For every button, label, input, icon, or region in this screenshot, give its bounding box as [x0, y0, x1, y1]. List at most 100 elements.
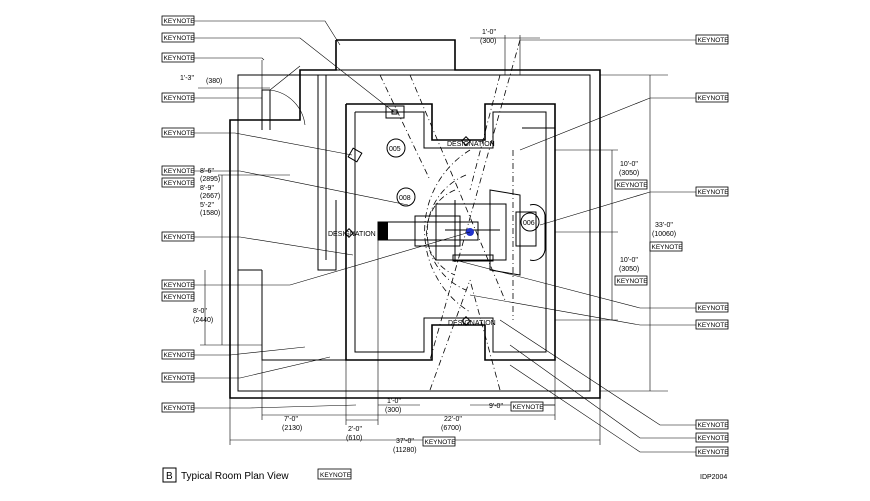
svg-text:1'-0": 1'-0"	[387, 398, 401, 405]
svg-text:33'-0": 33'-0"	[655, 222, 673, 229]
svg-text:1'-0": 1'-0"	[482, 29, 496, 36]
svg-text:KEYNOTE: KEYNOTE	[698, 189, 730, 196]
dimension-text: 1'-0" (300) 1'-3" (380) 8'-6" (2895) 8'-…	[180, 29, 676, 454]
tag-005: 005	[386, 138, 406, 158]
svg-text:(300): (300)	[385, 407, 401, 414]
svg-text:(2667): (2667)	[200, 193, 220, 200]
keynote-tag: KEYNOTE	[161, 231, 196, 242]
keynote-tag: KEYNOTE	[161, 52, 196, 63]
svg-text:KEYNOTE: KEYNOTE	[164, 352, 196, 359]
svg-text:(610): (610)	[346, 435, 362, 442]
designation-label-top: DESIGNATION	[447, 141, 495, 148]
keynote-tag: KEYNOTE	[161, 32, 196, 43]
svg-text:5'-2": 5'-2"	[200, 202, 214, 209]
svg-text:(1580): (1580)	[200, 210, 220, 217]
svg-text:10'-0": 10'-0"	[620, 161, 638, 168]
svg-text:KEYNOTE: KEYNOTE	[164, 55, 196, 62]
keynote-tag: KEYNOTE	[695, 92, 730, 103]
keynote-tag: KEYNOTE	[161, 402, 196, 413]
svg-text:KEYNOTE: KEYNOTE	[698, 95, 730, 102]
keynote-tag: KEYNOTE	[695, 186, 730, 197]
keynote-leaders	[193, 20, 696, 453]
dimension-lines	[198, 35, 668, 445]
svg-text:8'-0": 8'-0"	[193, 308, 207, 315]
sheet-id: IDP2004	[700, 474, 727, 481]
svg-text:10'-0": 10'-0"	[620, 257, 638, 264]
svg-text:KEYNOTE: KEYNOTE	[164, 95, 196, 102]
svg-text:KEYNOTE: KEYNOTE	[698, 305, 730, 312]
svg-text:9'-0": 9'-0"	[489, 403, 503, 410]
svg-text:37'-0": 37'-0"	[396, 438, 414, 445]
svg-text:005: 005	[389, 146, 401, 153]
keynote-tag: KEYNOTE	[161, 165, 196, 176]
svg-text:(3050): (3050)	[619, 170, 639, 177]
drawing-title: B Typical Room Plan View KEYNOTE IDP2004	[162, 467, 727, 483]
keynote-tag: KEYNOTE	[161, 349, 196, 360]
keynote-tag: KEYNOTE	[695, 419, 730, 430]
patient-table	[347, 147, 546, 276]
svg-text:KEYNOTE: KEYNOTE	[164, 294, 196, 301]
svg-text:(11280): (11280)	[393, 447, 417, 454]
svg-text:KEYNOTE: KEYNOTE	[164, 234, 196, 241]
keynote-tag: KEYNOTE	[695, 319, 730, 330]
closet-partition	[261, 65, 337, 271]
svg-text:008: 008	[399, 195, 411, 202]
keynote-tag: KEYNOTE	[422, 436, 457, 447]
svg-text:KEYNOTE: KEYNOTE	[652, 244, 684, 251]
keynote-tag: KEYNOTE	[161, 15, 196, 26]
svg-text:1'-3": 1'-3"	[180, 75, 194, 82]
svg-text:KEYNOTE: KEYNOTE	[425, 439, 457, 446]
svg-text:KEYNOTE: KEYNOTE	[164, 282, 196, 289]
svg-text:KEYNOTE: KEYNOTE	[164, 35, 196, 42]
title-text: Typical Room Plan View	[181, 471, 289, 482]
keynote-tag: KEYNOTE	[161, 127, 196, 138]
svg-text:KEYNOTE: KEYNOTE	[164, 375, 196, 382]
svg-text:(2895): (2895)	[200, 176, 220, 183]
keynote-tag: KEYNOTE	[695, 302, 730, 313]
svg-text:KEYNOTE: KEYNOTE	[698, 322, 730, 329]
svg-text:KEYNOTE: KEYNOTE	[164, 130, 196, 137]
svg-text:KEYNOTE: KEYNOTE	[164, 18, 196, 25]
svg-text:KEYNOTE: KEYNOTE	[164, 405, 196, 412]
designation-markers	[344, 136, 471, 326]
svg-text:KEYNOTE: KEYNOTE	[698, 37, 730, 44]
svg-text:KEYNOTE: KEYNOTE	[698, 435, 730, 442]
svg-text:KEYNOTE: KEYNOTE	[513, 404, 545, 411]
svg-text:KEYNOTE: KEYNOTE	[164, 168, 196, 175]
title-letter: B	[166, 471, 173, 482]
svg-text:8'-9": 8'-9"	[200, 185, 214, 192]
svg-text:006: 006	[523, 220, 535, 227]
svg-text:KEYNOTE: KEYNOTE	[164, 180, 196, 187]
keynote-tag: KEYNOTE	[161, 291, 196, 302]
keynote-tag: KEYNOTE	[161, 372, 196, 383]
svg-text:7'-0": 7'-0"	[284, 416, 298, 423]
keynote-tag: KEYNOTE	[695, 34, 730, 45]
keynote-tag: KEYNOTE	[510, 401, 545, 412]
title-keynote: KEYNOTE	[320, 472, 352, 479]
keynote-tag: KEYNOTE	[649, 241, 684, 252]
svg-text:(300): (300)	[480, 38, 496, 45]
svg-text:KEYNOTE: KEYNOTE	[617, 182, 649, 189]
svg-text:(10060): (10060)	[652, 231, 676, 238]
svg-text:KEYNOTE: KEYNOTE	[698, 422, 730, 429]
svg-text:KEYNOTE: KEYNOTE	[698, 449, 730, 456]
svg-text:(380): (380)	[206, 78, 222, 85]
designation-label-left: DESIGNATION	[328, 231, 376, 238]
keynote-tag: KEYNOTE	[614, 179, 649, 190]
lower-left-partition	[238, 269, 346, 361]
svg-text:22'-0": 22'-0"	[444, 416, 462, 423]
designation-label-bottom: DESIGNATION	[448, 320, 496, 327]
gantry-arcs	[379, 39, 521, 391]
tag-008: 008	[396, 187, 416, 207]
svg-text:2'-0": 2'-0"	[348, 426, 362, 433]
tag-006: 006	[520, 212, 540, 232]
keynote-tag: KEYNOTE	[695, 446, 730, 457]
keynote-tag: KEYNOTE	[161, 279, 196, 290]
svg-text:(2130): (2130)	[282, 425, 302, 432]
keynote-tag: KEYNOTE	[161, 177, 196, 188]
svg-text:8'-6": 8'-6"	[200, 168, 214, 175]
svg-text:(6700): (6700)	[441, 425, 461, 432]
keynote-tag: KEYNOTE	[614, 275, 648, 286]
svg-text:(3050): (3050)	[619, 266, 639, 273]
